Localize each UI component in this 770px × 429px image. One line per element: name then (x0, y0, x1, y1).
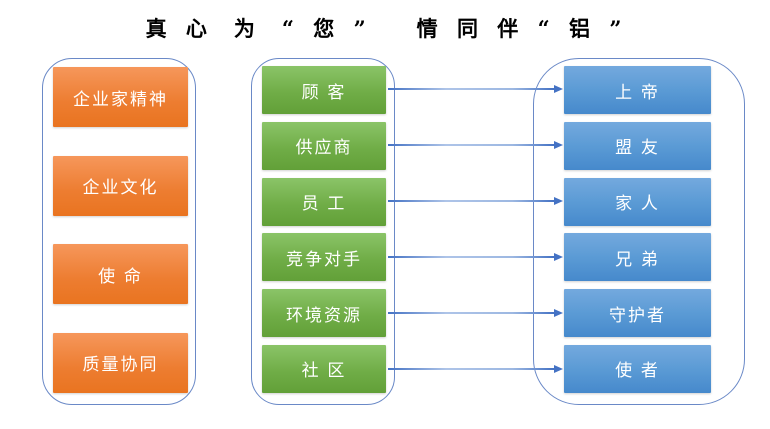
arrow-line (388, 312, 554, 314)
left-column-box: 企业文化 (53, 155, 188, 216)
right-column-box: 守护者 (564, 289, 711, 338)
connector-arrow (388, 309, 563, 318)
roles-group-container: 上 帝 盟 友 家 人 兄 弟 守护者 使 者 (533, 58, 745, 405)
connector-arrow (388, 365, 563, 374)
middle-column-box: 顾 客 (262, 66, 386, 114)
middle-column-box: 供应商 (262, 121, 386, 170)
right-column-box: 家 人 (564, 177, 711, 226)
arrow-line (388, 88, 554, 90)
arrow-head-icon (554, 309, 563, 317)
arrow-head-icon (554, 365, 563, 373)
connector-arrow (388, 85, 563, 94)
middle-column-box: 社 区 (262, 344, 386, 393)
right-column-box: 盟 友 (564, 121, 711, 170)
connector-arrow (388, 253, 563, 262)
page-title: 真 心 为 “ 您 ” 情 同 伴 “ 铝 ” (145, 16, 625, 41)
left-column-box: 使 命 (53, 244, 188, 305)
connector-arrow (388, 141, 563, 150)
arrow-head-icon (554, 141, 563, 149)
middle-column-box: 竞争对手 (262, 233, 386, 282)
right-column-box: 上 帝 (564, 66, 711, 114)
middle-column-box: 环境资源 (262, 289, 386, 338)
left-column-box: 企业家精神 (53, 67, 188, 127)
arrow-line (388, 200, 554, 202)
arrow-line (388, 144, 554, 146)
arrow-head-icon (554, 253, 563, 261)
arrow-line (388, 256, 554, 258)
arrow-head-icon (554, 85, 563, 93)
stakeholders-group-container: 顾 客 供应商 员 工 竞争对手 环境资源 社 区 (251, 58, 395, 405)
right-column-box: 使 者 (564, 344, 711, 393)
values-group-container: 企业家精神 企业文化 使 命 质量协同 (42, 58, 196, 405)
middle-column-box: 员 工 (262, 177, 386, 226)
arrow-line (388, 368, 554, 370)
left-column-box: 质量协同 (53, 332, 188, 393)
right-column-box: 兄 弟 (564, 233, 711, 282)
arrow-head-icon (554, 197, 563, 205)
connector-arrow (388, 197, 563, 206)
